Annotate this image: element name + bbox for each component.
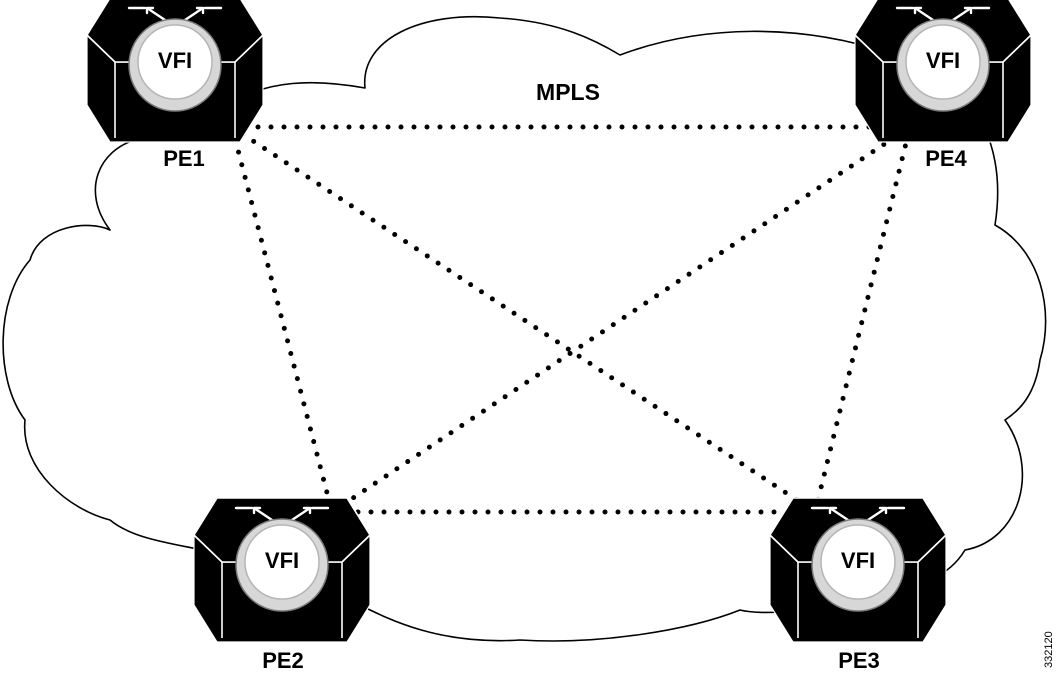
link-pe3-pe4 [812, 124, 913, 515]
link-pe1-pe2 [229, 124, 335, 515]
pe3-label: PE3 [838, 648, 880, 673]
link-pe1-pe3 [229, 124, 818, 515]
pe3-router[interactable]: VFI [768, 496, 948, 644]
pseudowire-links [229, 124, 913, 515]
pe2-vfi-face [244, 524, 320, 600]
pe4-router[interactable]: VFI [853, 0, 1033, 144]
pe4-label: PE4 [925, 146, 967, 171]
pe2-vfi-badge: VFI [265, 548, 299, 573]
figure-id: 332120 [1043, 631, 1055, 668]
link-pe2-pe4 [329, 124, 913, 515]
pe2-label: PE2 [262, 648, 304, 673]
pe1-vfi-badge: VFI [158, 48, 192, 73]
pe1-router[interactable]: VFI [85, 0, 265, 144]
pe1-vfi-face [137, 24, 213, 100]
pe3-vfi-face [820, 524, 896, 600]
pe4-vfi-badge: VFI [926, 48, 960, 73]
pe4-vfi-face [905, 24, 981, 100]
pe1-label: PE1 [163, 146, 205, 171]
cloud-label: MPLS [536, 79, 600, 105]
pe3-vfi-badge: VFI [841, 548, 875, 573]
pe2-router[interactable]: VFI [192, 496, 372, 644]
